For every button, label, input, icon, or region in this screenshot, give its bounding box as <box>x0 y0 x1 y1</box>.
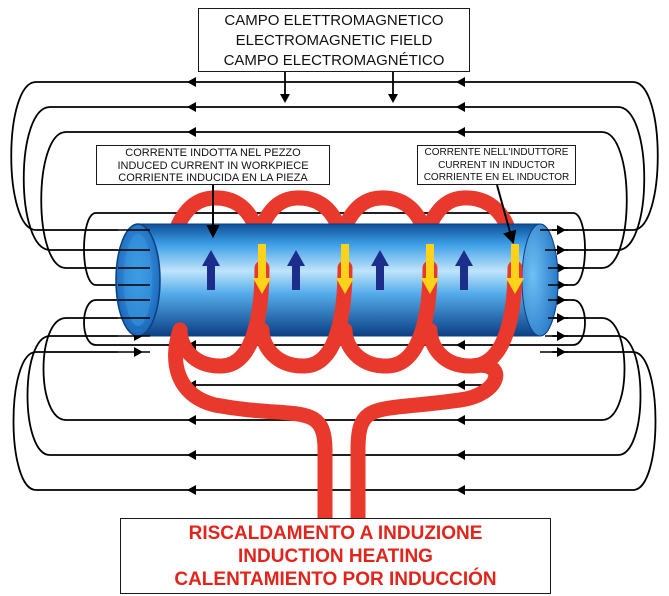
label-pointers <box>206 184 517 245</box>
title-it: RISCALDAMENTO A INDUZIONE <box>188 523 483 544</box>
induced-label-en: INDUCED CURRENT IN WORKPIECE <box>117 159 309 172</box>
arrowhead <box>187 127 196 137</box>
field-line-top-3 <box>40 131 628 269</box>
arrowhead <box>187 485 196 495</box>
title-es: CALENTAMIENTO POR INDUCCIÓN <box>174 569 497 590</box>
arrowhead <box>456 127 465 137</box>
arrowhead <box>187 415 196 425</box>
title-box: RISCALDAMENTO A INDUZIONE INDUCTION HEAT… <box>120 518 551 594</box>
inductor-arrow <box>506 244 524 294</box>
inductor-current-label-box: CORRENTE NELL'INDUTTORE CURRENT IN INDUC… <box>417 145 576 185</box>
field-line-bottom-3 <box>26 335 642 456</box>
coil-leads <box>168 322 504 533</box>
inductor-current-arrows <box>253 244 524 294</box>
field-line-top-1 <box>10 81 659 231</box>
field-line-bottom-4 <box>12 351 657 491</box>
arrowhead <box>456 77 465 87</box>
field-arrowheads <box>134 77 566 495</box>
arrowhead <box>456 380 465 390</box>
arrowhead <box>280 94 290 103</box>
arrowhead <box>187 450 196 460</box>
title-en: INDUCTION HEATING <box>238 546 433 567</box>
induced-arrow <box>287 250 305 290</box>
field-line-top-2 <box>22 106 646 251</box>
arrowhead <box>456 415 465 425</box>
field-label-en: ELECTROMAGNETIC FIELD <box>235 32 433 49</box>
induced-label-es: CORRIENTE INDUCIDA EN LA PIEZA <box>118 172 308 184</box>
inductor-label-it: CORRENTE NELL'INDUTTORE <box>424 147 569 158</box>
tube-right-end <box>521 223 559 337</box>
field-label-it: CAMPO ELETTROMAGNETICO <box>224 12 444 29</box>
induced-arrow <box>202 250 220 290</box>
arrowhead <box>456 450 465 460</box>
induced-current-arrows <box>202 250 473 290</box>
induced-label-it: CORRENTE INDOTTA NEL PEZZO <box>125 147 301 159</box>
arrowhead <box>388 94 398 103</box>
field-label-box: CAMPO ELETTROMAGNETICO ELECTROMAGNETIC F… <box>198 8 470 72</box>
inductor-label-en: CURRENT IN INDUCTOR <box>438 159 555 171</box>
arrowhead <box>456 340 465 350</box>
induced-arrow <box>371 250 389 290</box>
induced-arrow <box>455 250 473 290</box>
arrowhead <box>187 77 196 87</box>
arrowhead <box>187 102 196 112</box>
inductor-arrow <box>421 244 439 294</box>
inductor-arrow <box>336 244 354 294</box>
inductor-label-es: CORRIENTE EN EL INDUCTOR <box>423 172 570 183</box>
arrowhead <box>456 485 465 495</box>
inductor-arrow <box>253 244 271 294</box>
arrowhead <box>456 102 465 112</box>
field-label-es: CAMPO ELECTROMAGNÉTICO <box>223 52 445 69</box>
induced-current-label-box: CORRENTE INDOTTA NEL PEZZO INDUCED CURRE… <box>96 145 330 185</box>
field-lines-inside <box>118 229 568 353</box>
